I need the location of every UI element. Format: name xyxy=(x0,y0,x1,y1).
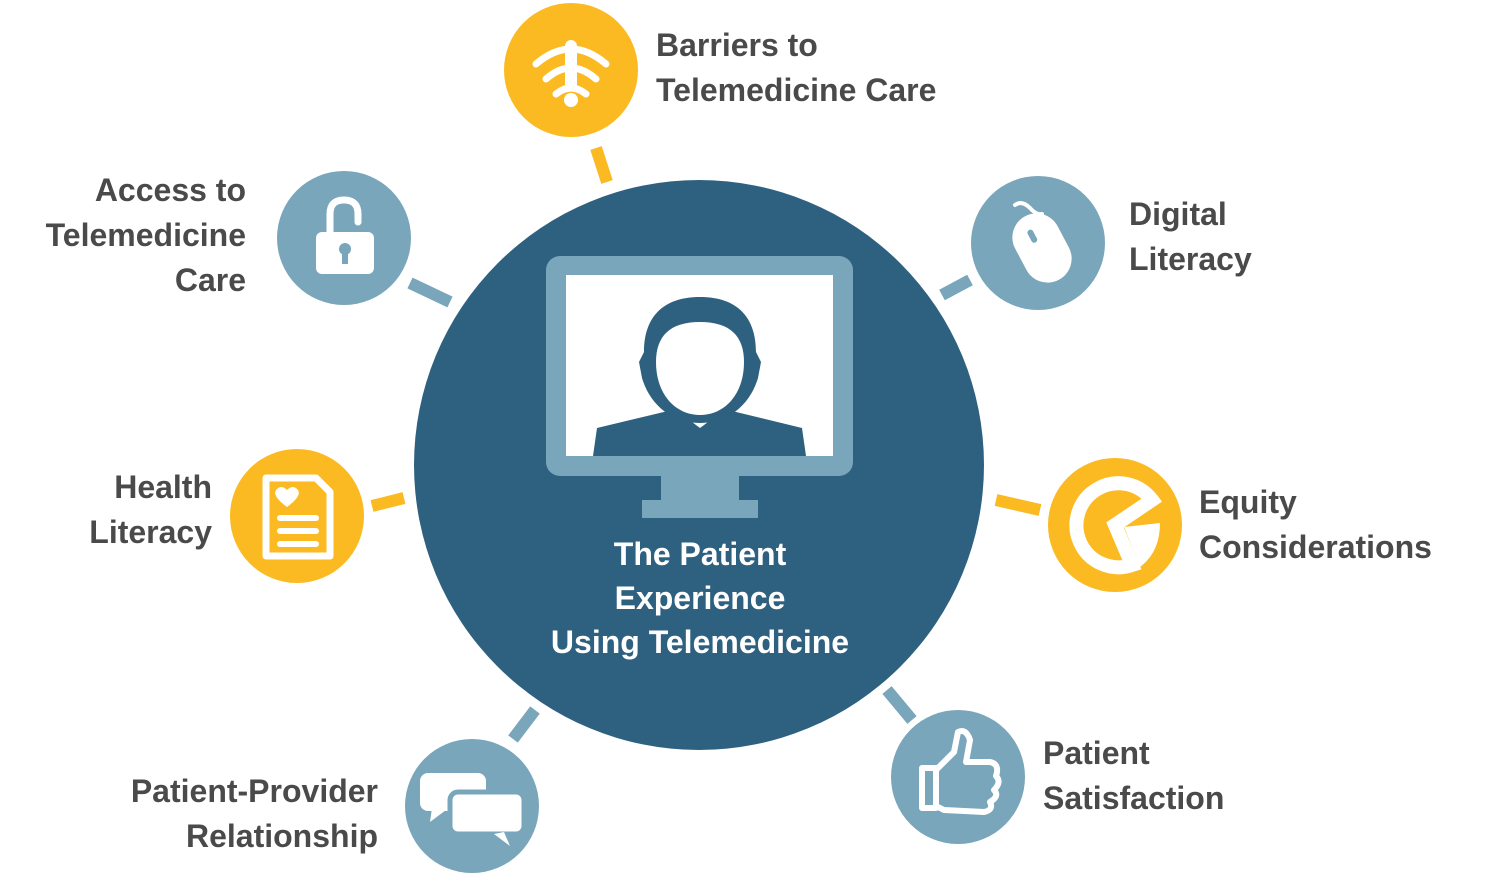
label-relationship-line-1: Patient-Provider xyxy=(130,773,378,809)
label-access-line-3: Care xyxy=(174,262,246,298)
connector-digital xyxy=(939,274,973,301)
label-relationship-line-2: Relationship xyxy=(185,818,378,854)
center-title-line-3: Using Telemedicine xyxy=(550,624,850,660)
label-health-line-2: Literacy xyxy=(89,514,212,550)
label-barriers-line-2: Telemedicine Care xyxy=(656,72,937,108)
pie-chart-icon xyxy=(1069,476,1163,575)
label-satisfaction: Patient Satisfaction xyxy=(1043,731,1224,821)
computer-mouse-icon xyxy=(1012,201,1072,283)
label-equity-line-2: Considerations xyxy=(1199,529,1432,565)
label-barriers: Barriers to Telemedicine Care xyxy=(656,23,936,113)
label-relationship: Patient-Provider Relationship xyxy=(40,769,378,859)
connector-health xyxy=(370,492,406,512)
connector-satisfaction xyxy=(882,686,917,724)
person-on-monitor-icon xyxy=(546,256,853,518)
wifi-warning-icon xyxy=(532,40,610,107)
label-digital-line-2: Literacy xyxy=(1129,241,1252,277)
label-health: Health Literacy xyxy=(20,465,212,555)
chat-bubbles-icon xyxy=(420,773,527,846)
label-equity-line-1: Equity xyxy=(1199,484,1297,520)
connector-access xyxy=(407,277,453,308)
connectors xyxy=(370,146,1042,743)
label-satisfaction-line-2: Satisfaction xyxy=(1043,780,1225,816)
label-satisfaction-line-1: Patient xyxy=(1043,735,1150,771)
connector-barriers xyxy=(590,146,613,184)
center-title-line-2: Experience xyxy=(614,580,786,616)
center-title-line-1: The Patient xyxy=(613,536,787,572)
label-digital: Digital Literacy xyxy=(1129,192,1252,282)
health-document-icon xyxy=(262,474,334,560)
label-equity: Equity Considerations xyxy=(1199,480,1432,570)
center-title: The Patient Experience Using Telemedicin… xyxy=(470,532,930,664)
label-digital-line-1: Digital xyxy=(1129,196,1227,232)
thumbs-up-icon xyxy=(919,728,1002,815)
label-access-line-1: Access to xyxy=(94,172,246,208)
label-access: Access to Telemedicine Care xyxy=(2,168,246,303)
connector-relationship xyxy=(508,706,540,743)
label-health-line-1: Health xyxy=(114,469,212,505)
unlocked-padlock-icon xyxy=(316,196,374,274)
label-barriers-line-1: Barriers to xyxy=(656,27,818,63)
label-access-line-2: Telemedicine xyxy=(45,217,246,253)
connector-equity xyxy=(994,494,1042,516)
